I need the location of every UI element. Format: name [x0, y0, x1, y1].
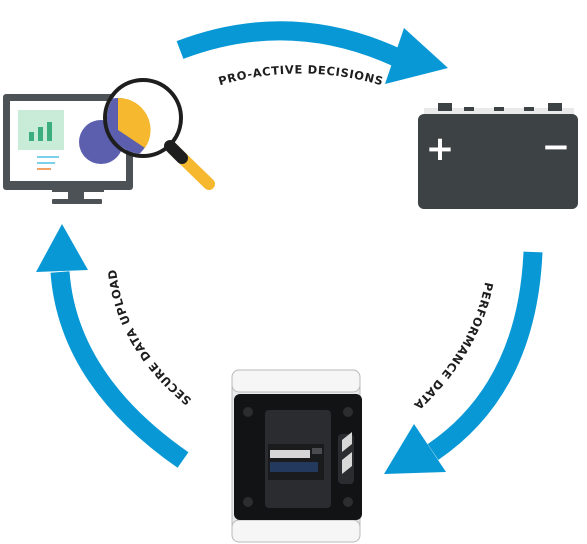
monitoring-device-icon [231, 369, 362, 543]
monitor-analytics-icon [3, 82, 179, 204]
arrow-top [176, 21, 448, 84]
label-pro-active-decisions: PRO-ACTIVE DECISIONS [217, 62, 385, 88]
arrow-right [384, 251, 543, 474]
battery-plus-symbol: + [426, 129, 455, 169]
label-secure-data-upload: SECURE DATA UPLOAD [105, 268, 194, 408]
arrow-left [36, 224, 189, 468]
magnifier-icon [103, 78, 215, 190]
battery-minus-symbol: − [542, 127, 571, 167]
battery-icon: + − [418, 103, 578, 209]
